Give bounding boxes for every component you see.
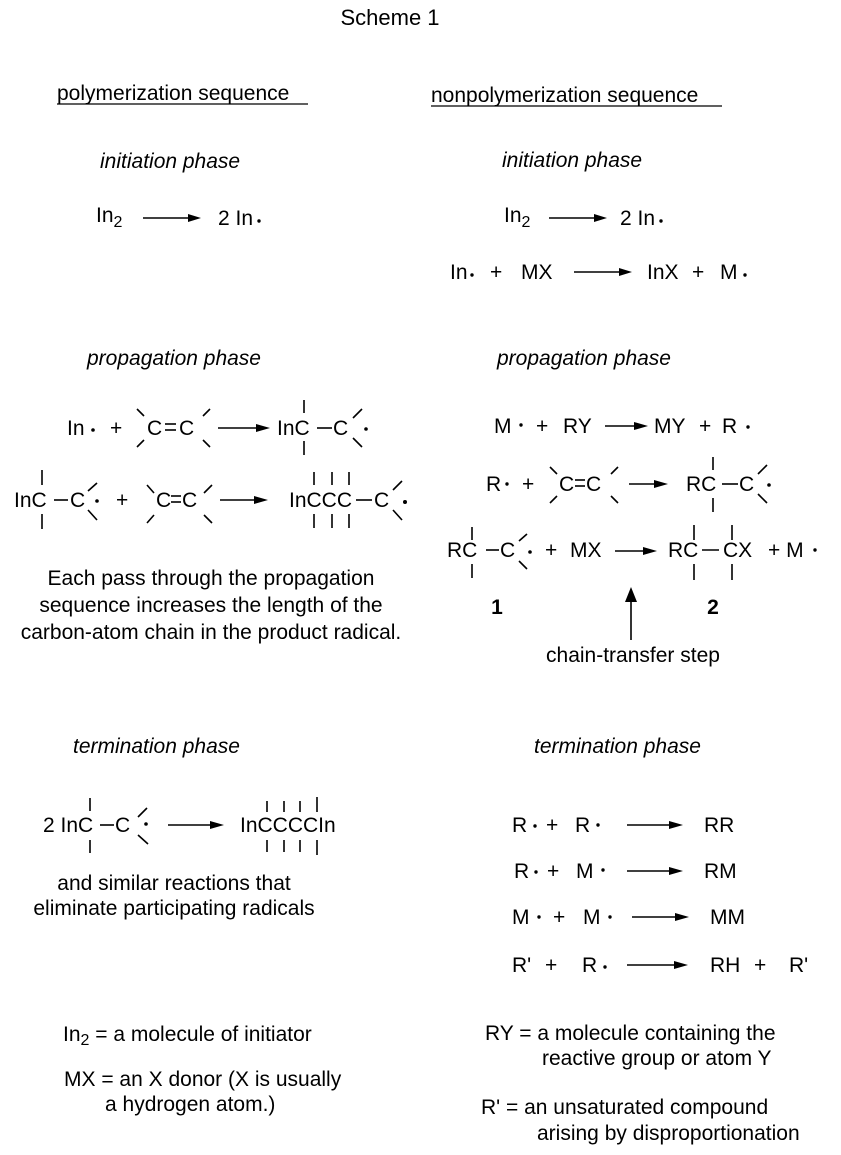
reactant: RC — [447, 539, 477, 562]
reactant: R — [582, 954, 597, 977]
compound-number-2: 2 — [707, 596, 719, 619]
legend-mx: MX = an X donor (X is usually — [64, 1068, 342, 1091]
left-initiation: initiation phase In2 2 In — [96, 150, 261, 231]
initiator-formula: In2 — [504, 204, 531, 231]
note-line: eliminate participating radicals — [33, 897, 314, 920]
reactant: InC — [14, 489, 47, 512]
reactant: R — [512, 814, 527, 837]
product: R — [722, 415, 737, 438]
alkene-carbon: C — [182, 489, 197, 512]
product: C — [374, 489, 389, 512]
product: R' — [789, 954, 808, 977]
alkene-carbon: C — [586, 473, 601, 496]
reactant: M — [494, 415, 512, 438]
initiator-formula: In2 — [96, 204, 123, 231]
reactant: RY — [563, 415, 592, 438]
legend-r-prime: arising by disproportionation — [537, 1122, 800, 1145]
plus: + — [754, 954, 766, 977]
phase-label: initiation phase — [100, 150, 240, 173]
reactant: R — [575, 814, 590, 837]
left-termination: termination phase 2 InC C InCCCCIn and s… — [33, 735, 335, 920]
product: MY — [654, 415, 686, 438]
legend-ry: reactive group or atom Y — [542, 1047, 772, 1070]
plus: + — [490, 261, 502, 284]
left-legend: In2 = a molecule of initiator MX = an X … — [63, 1023, 342, 1116]
reactant: MX — [570, 539, 602, 562]
right-initiation: initiation phase In2 2 In In + MX InX + … — [450, 149, 747, 284]
compound-number-1: 1 — [491, 596, 503, 619]
plus: + — [116, 489, 128, 512]
legend-ry: RY = a molecule containing the — [485, 1022, 776, 1045]
note-line: and similar reactions that — [57, 872, 291, 895]
product: RM — [704, 860, 737, 883]
reactant: MX — [521, 261, 553, 284]
plus: + — [699, 415, 711, 438]
reactant: C — [115, 814, 130, 837]
legend-mx: a hydrogen atom.) — [105, 1093, 275, 1116]
reactant: M — [512, 906, 530, 929]
right-legend: RY = a molecule containing the reactive … — [481, 1022, 800, 1145]
product: InCCC — [289, 489, 352, 512]
note-line: carbon-atom chain in the product radical… — [21, 621, 402, 644]
left-propagation: propagation phase In + C C InC C InC C +… — [14, 347, 407, 644]
product: + M — [768, 539, 804, 562]
left-heading: polymerization sequence — [57, 82, 289, 105]
note-line: sequence increases the length of the — [39, 594, 382, 617]
reactant: R — [486, 473, 501, 496]
plus: + — [545, 954, 557, 977]
reactant: C — [70, 489, 85, 512]
phase-label: initiation phase — [502, 149, 642, 172]
legend-initiator: In2 = a molecule of initiator — [63, 1023, 312, 1049]
alkene-carbon: C — [559, 473, 574, 496]
reactant: M — [576, 860, 594, 883]
plus: + — [546, 814, 558, 837]
reactant: M — [583, 906, 601, 929]
plus: + — [553, 906, 565, 929]
phase-label: propagation phase — [86, 347, 261, 370]
product: RH — [710, 954, 740, 977]
alkene-carbon: C — [147, 417, 162, 440]
product: RR — [704, 814, 734, 837]
reactant: C — [500, 539, 515, 562]
reactant: R' — [512, 954, 531, 977]
reactant: In — [450, 261, 468, 284]
product: 2 In — [620, 207, 655, 230]
phase-label: propagation phase — [496, 347, 671, 370]
product: C — [739, 473, 754, 496]
product: M — [720, 261, 738, 284]
right-heading: nonpolymerization sequence — [431, 84, 698, 107]
right-propagation: propagation phase M + RY MY + R R + C C … — [447, 347, 817, 667]
arrow-label: chain-transfer step — [546, 644, 720, 667]
radical-dot — [257, 219, 261, 223]
plus: + — [522, 473, 534, 496]
phase-label: termination phase — [73, 735, 240, 758]
reactant: In — [67, 417, 85, 440]
right-termination: termination phase R + R RR R + M RM M + … — [512, 735, 808, 977]
plus: + — [692, 261, 704, 284]
product: InX — [647, 261, 679, 284]
product: CX — [723, 539, 752, 562]
product: C — [333, 417, 348, 440]
product: RC — [686, 473, 716, 496]
product: InCCCCIn — [240, 814, 336, 837]
product: MM — [710, 906, 745, 929]
note-line: Each pass through the propagation — [48, 567, 375, 590]
plus: + — [545, 539, 557, 562]
reactant: 2 InC — [43, 814, 93, 837]
phase-label: termination phase — [534, 735, 701, 758]
scheme-title: Scheme 1 — [340, 5, 439, 30]
alkene-carbon: C — [156, 489, 171, 512]
legend-r-prime: R' = an unsaturated compound — [481, 1096, 768, 1119]
plus: + — [547, 860, 559, 883]
reactant: R — [514, 860, 529, 883]
alkene-carbon: C — [179, 417, 194, 440]
product: RC — [668, 539, 698, 562]
product: InC — [277, 417, 310, 440]
plus: + — [110, 417, 122, 440]
product: 2 In — [218, 207, 253, 230]
plus: + — [536, 415, 548, 438]
